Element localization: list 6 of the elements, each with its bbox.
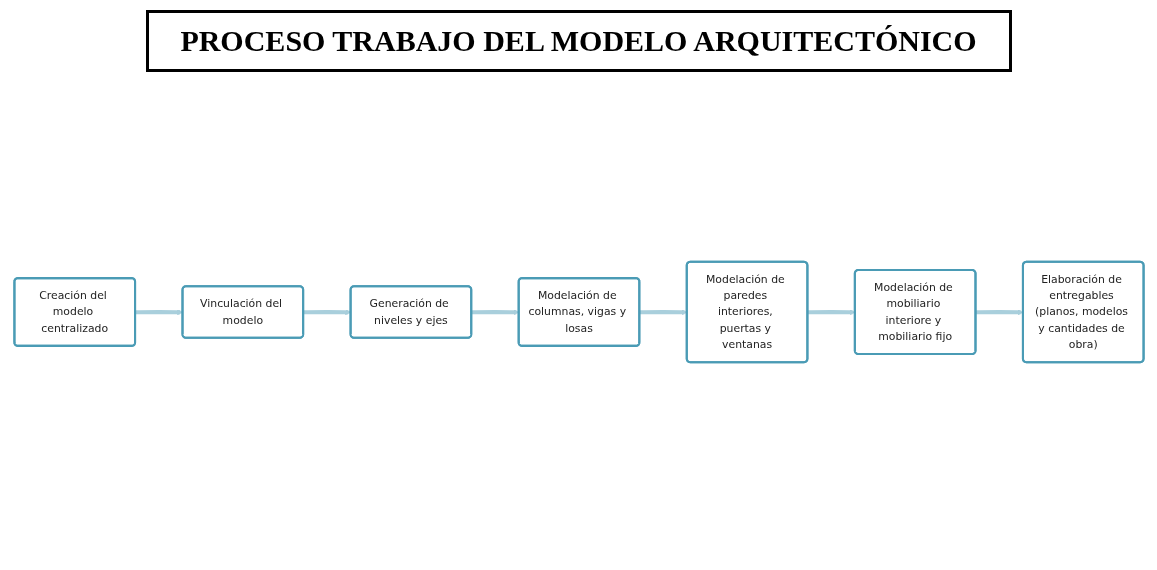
arrow: [302, 309, 351, 316]
arrow: [639, 309, 687, 316]
arrow: [134, 309, 183, 316]
arrow: [807, 309, 855, 316]
arrow: [471, 309, 519, 316]
diagram-title: PROCESO TRABAJO DEL MODELO ARQUITECTÓNICO: [145, 10, 1012, 72]
